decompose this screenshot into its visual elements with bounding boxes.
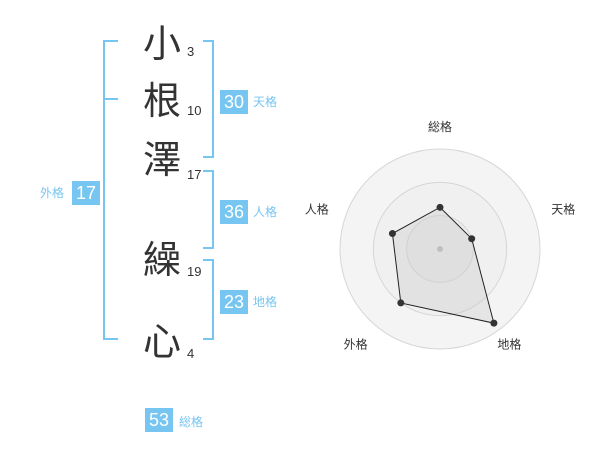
name-char-2: 根: [142, 79, 181, 123]
radar-point-5: [388, 230, 396, 238]
ten-kaku-value: 30: [220, 90, 248, 114]
stroke-count-4: 19: [187, 264, 202, 279]
ten-kaku-label: 天格: [253, 95, 278, 109]
jin-kaku-value: 36: [220, 200, 248, 224]
radar-axis-label-3: 地格: [497, 336, 521, 351]
radar-point-4: [397, 299, 405, 307]
radar-point-3: [490, 319, 498, 327]
stroke-count-5: 4: [187, 346, 195, 361]
gai-kaku-label: 外格: [40, 186, 65, 200]
radar-axis-label-4: 外格: [344, 336, 368, 351]
name-char-1: 小: [142, 22, 181, 66]
jin-kaku-label: 人格: [253, 205, 278, 219]
chi-bracket: [203, 259, 214, 340]
radar-point-2: [468, 235, 476, 243]
name-char-4: 繰: [142, 238, 181, 282]
chi-kaku-label: 地格: [253, 295, 278, 309]
jin-bracket: [203, 170, 214, 249]
sou-kaku-value: 53: [145, 408, 173, 432]
gai-bracket-line: [103, 40, 118, 340]
radar-axis-label-2: 天格: [551, 202, 575, 217]
radar-center: [437, 246, 443, 252]
radar-point-1: [436, 203, 444, 211]
radar-axis-label-1: 総格: [428, 119, 452, 134]
chi-kaku-value: 23: [220, 290, 248, 314]
name-char-3: 澤: [142, 138, 181, 182]
radar-axis-label-5: 人格: [305, 202, 329, 217]
stroke-count-3: 17: [187, 167, 202, 182]
name-char-5: 心: [142, 320, 181, 364]
gai-kaku-value: 17: [72, 181, 100, 205]
sou-kaku-label: 総格: [179, 415, 204, 429]
stroke-count-1: 3: [187, 44, 195, 59]
stroke-count-2: 10: [187, 103, 202, 118]
radar-series-polygon: [391, 206, 495, 324]
ten-bracket: [203, 40, 214, 158]
